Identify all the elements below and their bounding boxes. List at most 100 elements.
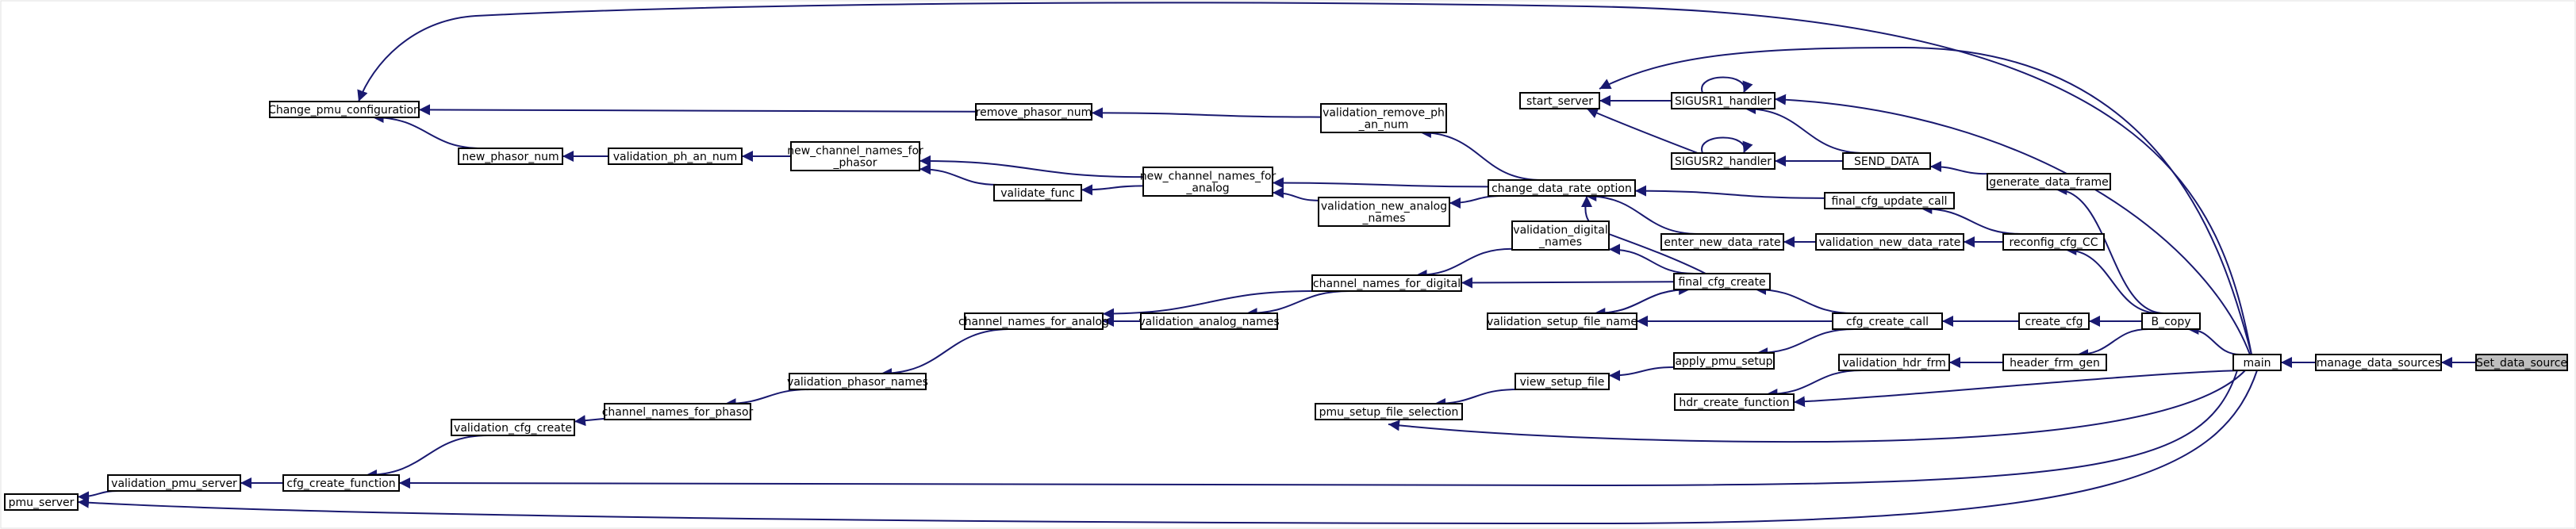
node-box [1140,312,1278,330]
node-reconfig-cfg-cc[interactable]: reconfig_cfg_CC [2002,233,2105,251]
node-box [1674,393,1795,411]
node-label: apply_pmu_setup [1675,355,1772,368]
node-label: change_data_rate_option [1491,182,1632,195]
node-layer: Set_data_source manage_data_sources main B_… [4,92,2568,511]
node-validation-phasor-names[interactable]: validation_phasor_names [787,373,928,390]
node-pmu-setup-file-selection[interactable]: pmu_setup_file_selection [1315,403,1463,420]
edge-validation-new-analog-names-to-change-data-rate-option [1449,195,1503,209]
node-box [604,403,751,420]
node-remove-phasor-num[interactable]: remove_phasor_num [975,103,1092,121]
node-label: validation_new_analog [1321,201,1447,213]
node-validation-hdr-frm[interactable]: validation_hdr_frm [1838,354,1950,371]
node-label: validation_hdr_frm [1842,357,1946,370]
node-manage-data-sources[interactable]: manage_data_sources [2315,354,2442,371]
edge-sigusr1-handler-to-sigusr1-handler [1701,76,1753,94]
edge-channel-names-for-analog-to-channel-names-for-digital [1102,290,1314,320]
edge-validation-digital-names-to-final-cfg-create [1608,243,1695,274]
edge-sigusr1-handler-to-send-data [1745,103,1865,154]
node-box [1824,192,1955,209]
node-pmu-server[interactable]: pmu_server [4,493,79,511]
node-label: remove_phasor_num [976,106,1092,119]
node-channel-names-for-digital[interactable]: channel_names_for_digital [1311,274,1462,292]
edge-validation-remove-ph-an-num-to-change-data-rate-option [1419,127,1541,181]
node-new-phasor-num[interactable]: new_phasor_num [458,148,563,165]
node-start-server[interactable]: start_server [1519,92,1600,109]
node-validation-cfg-create[interactable]: validation_cfg_create [451,419,575,436]
edge-pmu-server-to-main [77,370,2258,525]
node-apply-pmu-setup[interactable]: apply_pmu_setup [1673,352,1775,370]
node-box [1315,403,1463,420]
node-validation-new-analog-names[interactable]: validation_new_analog_names [1318,197,1450,227]
node-box [1671,152,1776,170]
edge-channel-names-for-digital-to-validation-digital-names [1415,247,1513,281]
node-label: _phasor [833,157,877,170]
edge-hdr-create-function-to-validation-hdr-frm [1766,370,1863,400]
node-label: create_cfg [2025,316,2083,328]
edge-start-server-to-main [1599,46,2252,355]
node-channel-names-for-phasor[interactable]: channel_names_for_phasor [602,403,754,420]
node-label: Change_pmu_configuration [268,104,420,117]
node-change-data-rate-option[interactable]: change_data_rate_option [1488,179,1636,197]
node-box [789,373,927,390]
node-validation-analog-names[interactable]: validation_analog_names [1138,312,1280,330]
node-validation-ph-an-num[interactable]: validation_ph_an_num [608,148,743,165]
node-box [451,419,575,436]
node-final-cfg-create[interactable]: final_cfg_create [1673,273,1771,290]
node-label: main [2244,357,2271,370]
edge-cfg-create-function-to-validation-cfg-create [365,435,489,481]
edge-change-pmu-configuration-to-remove-phasor-num [418,104,977,116]
node-cfg-create-call[interactable]: cfg_create_call [1832,312,1943,330]
node-label: final_cfg_create [1678,276,1765,289]
node-cfg-create-function[interactable]: cfg_create_function [282,474,400,492]
node-label: validation_remove_ph [1323,107,1445,120]
node-label: cfg_create_function [286,477,395,490]
node-validation-pmu-server[interactable]: validation_pmu_server [107,474,241,492]
node-label: cfg_create_call [1846,316,1929,328]
node-label: SIGUSR2_handler [1675,155,1772,168]
node-box [458,148,563,165]
node-label: new_channel_names_for [787,145,923,158]
node-generate-data-frame[interactable]: generate_data_frame [1987,173,2111,190]
edge-change-data-rate-option-to-enter-new-data-rate [1585,190,1699,235]
edge-reconfig-cfg-cc-to-b-copy [2065,244,2159,314]
node-sigusr1-handler[interactable]: SIGUSR1_handler [1671,92,1776,109]
node-send-data[interactable]: SEND_DATA [1842,152,1931,170]
node-box [1511,220,1610,251]
node-box [975,103,1092,121]
edge-change-data-rate-option-to-final-cfg-update-call [1634,185,1825,199]
edge-generate-data-frame-to-b-copy [2056,184,2164,314]
node-sigusr2-handler[interactable]: SIGUSR2_handler [1671,152,1776,170]
node-box [1987,173,2111,190]
node-label: start_server [1526,95,1593,108]
node-box [2475,354,2568,371]
node-create-cfg[interactable]: create_cfg [2018,312,2090,330]
node-label: _names [1538,236,1582,249]
node-header-frm-gen[interactable]: header_frm_gen [2002,354,2107,371]
edge-final-cfg-create-to-cfg-create-call [1755,284,1855,314]
node-channel-names-for-analog[interactable]: channel_names_for_analog [958,312,1109,330]
node-hdr-create-function[interactable]: hdr_create_function [1674,393,1795,411]
node-view-setup-file[interactable]: view_setup_file [1515,373,1610,390]
node-label: validation_new_data_rate [1819,236,1961,249]
node-box [2315,354,2442,371]
node-main[interactable]: main [2232,354,2282,371]
node-label: validation_pmu_server [111,477,237,490]
node-label: _an_num [1358,119,1409,132]
node-new-channel-names-for-phasor[interactable]: new_channel_names_for_phasor [787,141,923,171]
node-validation-digital-names[interactable]: validation_digital_names [1511,220,1610,251]
edge-new-channel-names-for-analog-to-validation-new-analog-names [1272,186,1319,201]
node-change-pmu-configuration[interactable]: Change_pmu_configuration [268,101,420,118]
node-validation-new-data-rate[interactable]: validation_new_data_rate [1815,233,1964,251]
node-set-data-source[interactable]: Set_data_source [2475,354,2568,371]
node-final-cfg-update-call[interactable]: final_cfg_update_call [1824,192,1955,209]
node-box [107,474,241,492]
node-enter-new-data-rate[interactable]: enter_new_data_rate [1660,233,1784,251]
node-validate-func[interactable]: validate_func [993,184,1082,201]
edge-final-cfg-update-call-to-reconfig-cfg-cc [1921,203,2022,235]
node-validation-setup-file-name[interactable]: validation_setup_file_name [1487,312,1637,330]
node-validation-remove-ph-an-num[interactable]: validation_remove_ph_an_num [1320,103,1447,133]
node-new-channel-names-for-analog[interactable]: new_channel_names_for_analog [1140,167,1276,197]
node-box [1487,312,1637,330]
node-b-copy[interactable]: B_copy [2141,312,2201,330]
node-label: Set_data_source [2476,357,2567,370]
